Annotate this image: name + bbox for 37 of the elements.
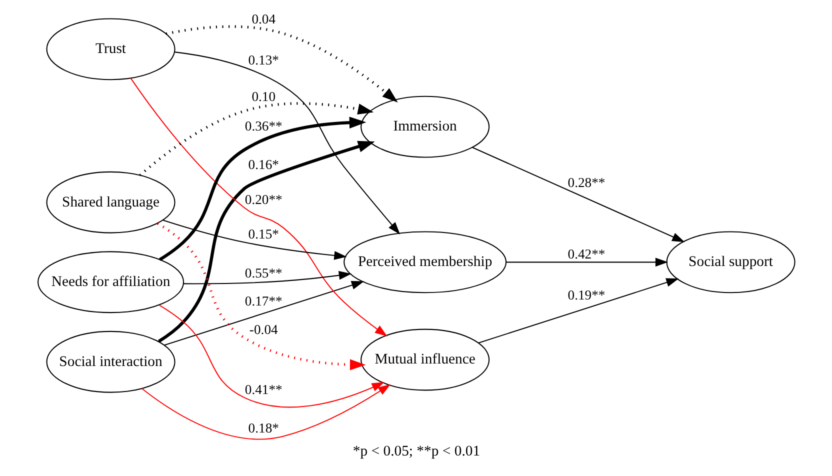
arrow — [174, 52, 400, 234]
edge-label: 0.17** — [244, 294, 282, 309]
node-ellipse: Needs for affiliation — [37, 251, 184, 314]
arrow — [478, 278, 678, 344]
node-ellipse: Shared language — [46, 171, 175, 234]
edge-label: 0.19** — [567, 287, 605, 302]
edge-label: 0.15* — [248, 226, 278, 242]
edge-label: 0.42** — [567, 246, 605, 262]
node-ellipse: Immersion — [360, 96, 490, 158]
edge-label: 0.36** — [244, 118, 282, 134]
node-ellipse: Perceived membership — [343, 231, 506, 294]
arrow — [130, 78, 387, 336]
edge-label: 0.16* — [248, 157, 278, 172]
edge-label: 0.10 — [251, 88, 276, 104]
edge-label: 0.13* — [248, 52, 278, 68]
edge-label: -0.04 — [248, 322, 278, 337]
edge-label: 0.41** — [244, 382, 282, 397]
arrow — [165, 25, 398, 102]
caption: *p < 0.05; **p < 0.01 — [352, 443, 480, 460]
arrow — [158, 304, 384, 408]
arrow — [158, 116, 366, 261]
edge-label: 0.04 — [251, 11, 276, 26]
arrow — [162, 220, 346, 260]
edge-label: 0.18* — [248, 420, 278, 436]
arrow — [156, 222, 366, 370]
edge-label: 0.55** — [244, 265, 282, 280]
arrow — [157, 140, 374, 343]
arrow — [472, 147, 684, 242]
arrow — [164, 280, 364, 346]
arrow — [141, 384, 390, 440]
node-ellipse: Trust — [46, 18, 175, 80]
node-ellipse: Social interaction — [46, 330, 175, 393]
edge-label: 0.20** — [244, 192, 282, 207]
arrow — [183, 270, 352, 284]
arrow — [138, 102, 374, 176]
arrow — [506, 258, 668, 267]
edge-label: 0.28** — [567, 175, 605, 190]
